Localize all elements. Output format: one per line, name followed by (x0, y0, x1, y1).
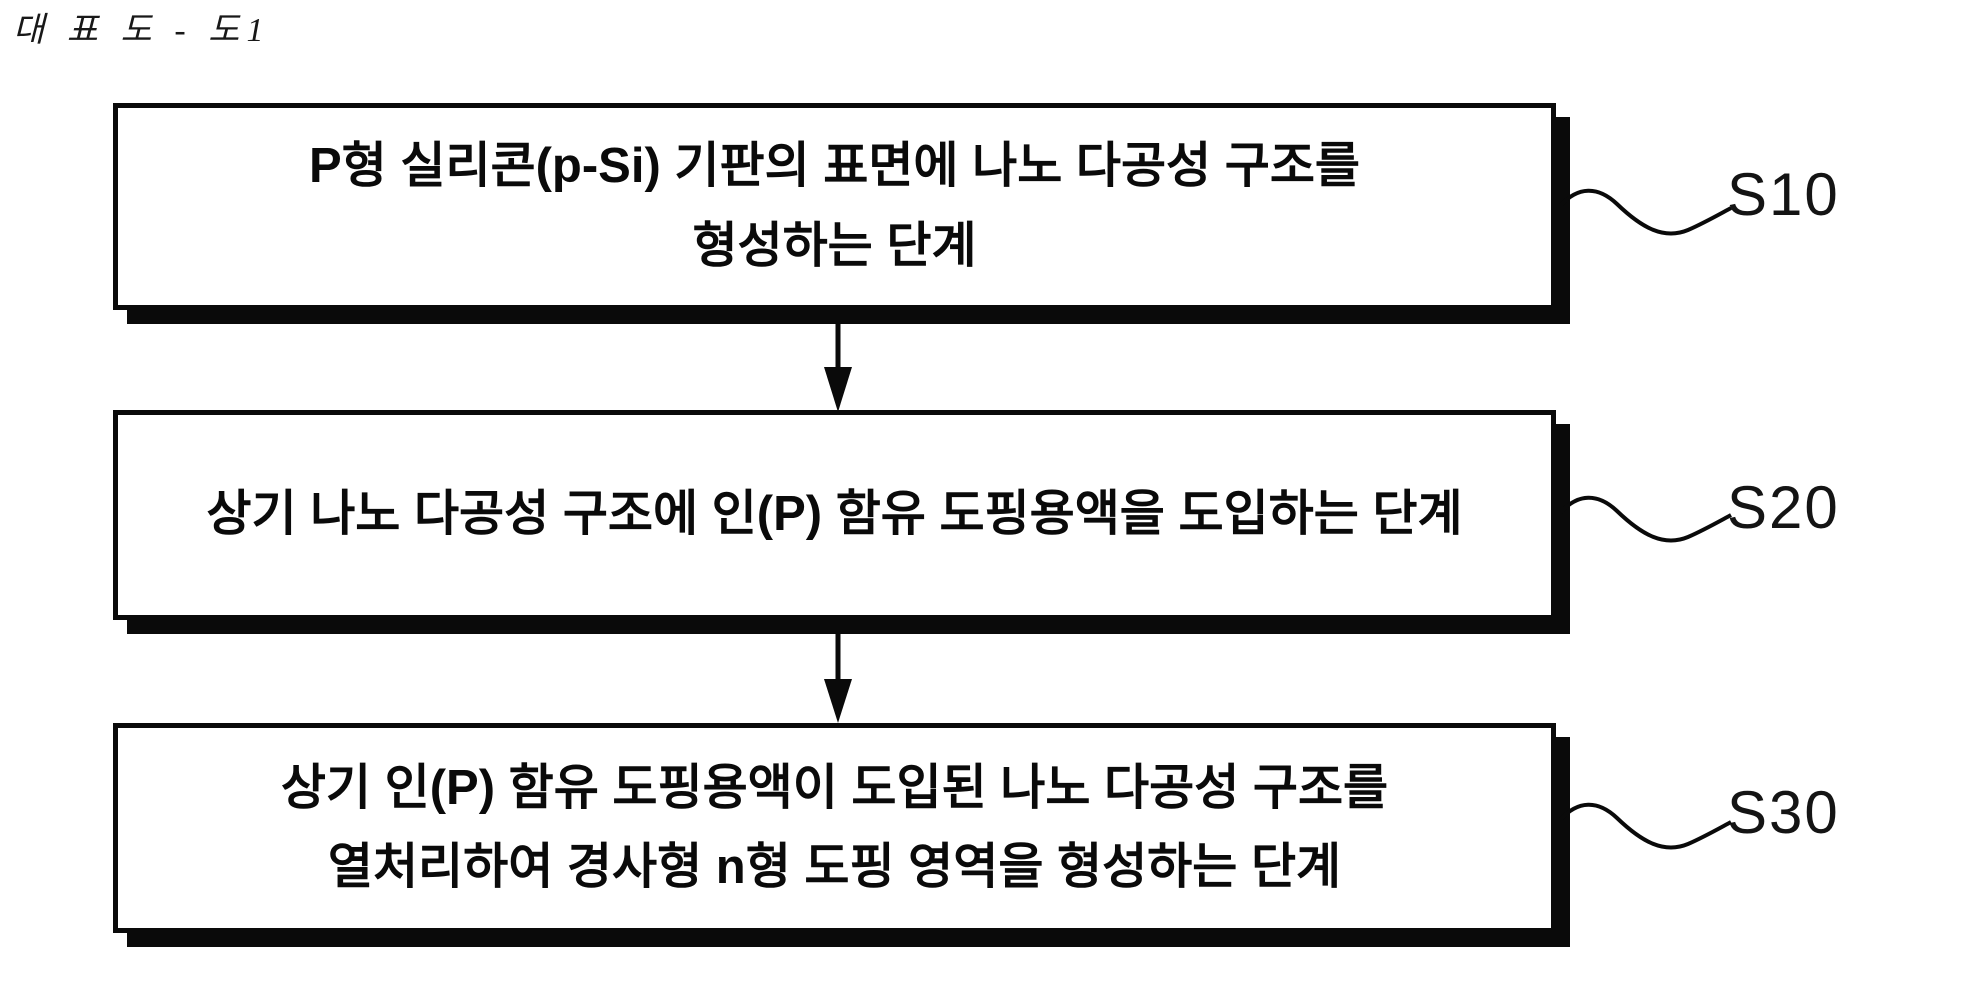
flow-step-box-s30: 상기 인(P) 함유 도핑용액이 도입된 나노 다공성 구조를 열처리하여 경사… (113, 723, 1556, 933)
flow-step-text-line: 형성하는 단계 (692, 218, 977, 273)
squiggle-connector-s20 (1558, 495, 1732, 543)
step-label-s10: S10 (1727, 161, 1840, 228)
arrow-s10-to-s20-icon (824, 318, 852, 412)
step-label-s20: S20 (1727, 474, 1840, 541)
flow-step-box-s10: P형 실리콘(p-Si) 기판의 표면에 나노 다공성 구조를 형성하는 단계 (113, 103, 1556, 310)
squiggle-connector-s30 (1558, 802, 1732, 850)
flow-step-box-s20: 상기 나노 다공성 구조에 인(P) 함유 도핑용액을 도입하는 단계 (113, 410, 1556, 620)
arrow-s20-to-s30-icon (824, 632, 852, 723)
step-label-s30: S30 (1727, 779, 1840, 846)
flow-step-text-line: 열처리하여 경사형 n형 도핑 영역을 형성하는 단계 (327, 840, 1342, 894)
flow-step-text-line: 상기 인(P) 함유 도핑용액이 도입된 나노 다공성 구조를 (280, 760, 1389, 815)
squiggle-connector-s10 (1558, 188, 1732, 236)
flow-step-text-line: P형 실리콘(p-Si) 기판의 표면에 나노 다공성 구조를 (309, 139, 1360, 194)
flow-step-text-line: 상기 나노 다공성 구조에 인(P) 함유 도핑용액을 도입하는 단계 (206, 487, 1463, 542)
figure-title: 대 표 도 - 도1 (13, 12, 271, 49)
